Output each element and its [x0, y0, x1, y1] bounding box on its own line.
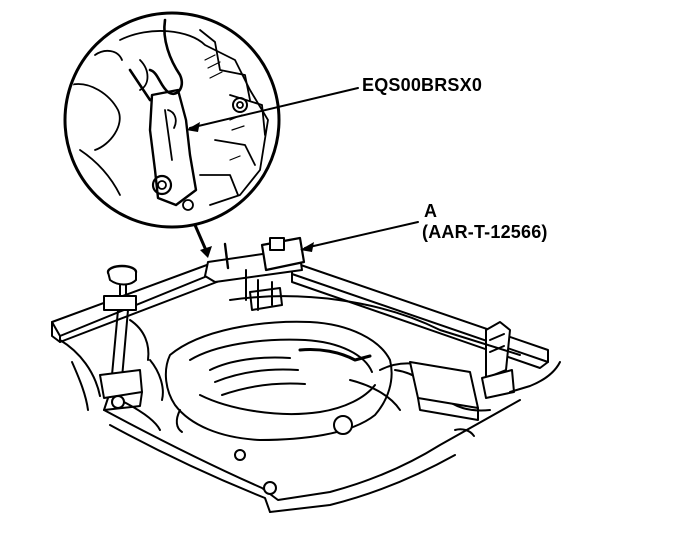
- bolt-lower: [151, 174, 173, 196]
- engine-hanger-bracket: [148, 88, 198, 207]
- detail-magnifier: [63, 11, 359, 258]
- part-leader-line: [189, 87, 359, 129]
- engine-bay-body: [59, 295, 561, 513]
- detail-pointer-arrow: [193, 223, 207, 250]
- engine-support-beam: [51, 221, 549, 411]
- tool-leader-line: [304, 221, 419, 249]
- left-leg: [111, 309, 129, 379]
- tool-letter-label: A: [424, 201, 438, 221]
- part-number-label: EQS00BRSX0: [362, 75, 483, 95]
- right-leg: [485, 321, 511, 379]
- tool-code-label: (AAR-T-12566): [422, 222, 548, 242]
- detail-circle: [63, 11, 281, 229]
- center-hanger: [249, 279, 283, 311]
